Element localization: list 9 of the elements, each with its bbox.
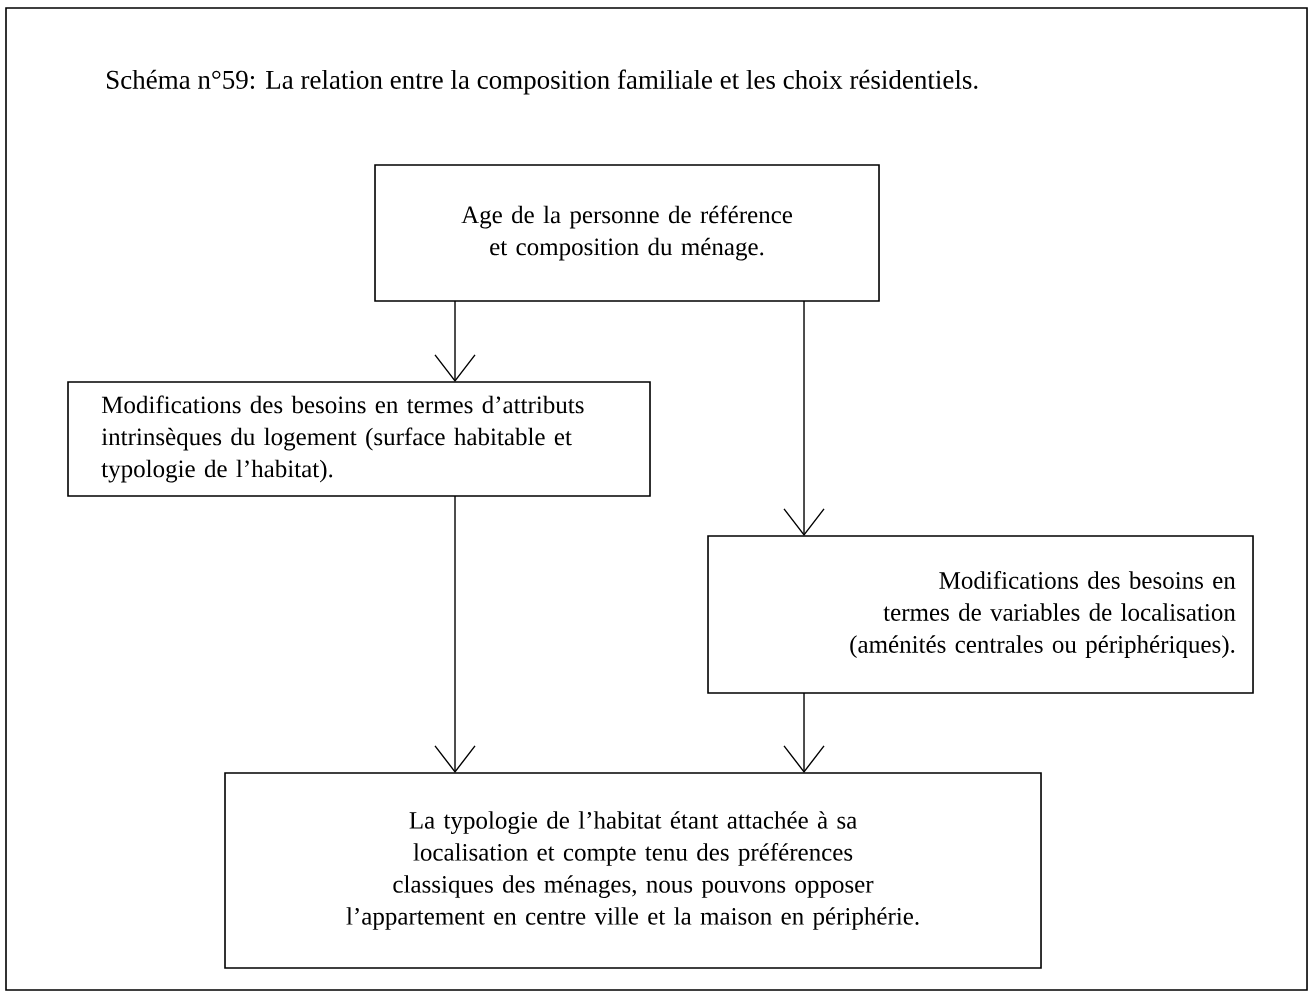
arrow bbox=[783, 745, 825, 773]
text-box: Modifications des besoins en termes de variables de localisation (aménités centrales ou périphériques). bbox=[707, 535, 1254, 694]
arrow bbox=[783, 508, 825, 536]
text-box: Age de la personne de référence et composition du ménage. bbox=[374, 164, 880, 302]
text-box: La typologie de l’habitat étant attachée à sa localisation et compte tenu des préférences classiques des ménages, nous pouvons opposer l’appartement en centre ville et la maison en périphérie. bbox=[224, 772, 1042, 969]
text-box: Modifications des besoins en termes d’attributs intrinsèques du logement (surface habitable et typologie de l’habitat). bbox=[67, 381, 651, 497]
arrow bbox=[434, 745, 476, 773]
arrow bbox=[434, 354, 476, 382]
title: Schéma n°59: La relation entre la composition familiale et les choix résidentiels. bbox=[107, 69, 978, 95]
